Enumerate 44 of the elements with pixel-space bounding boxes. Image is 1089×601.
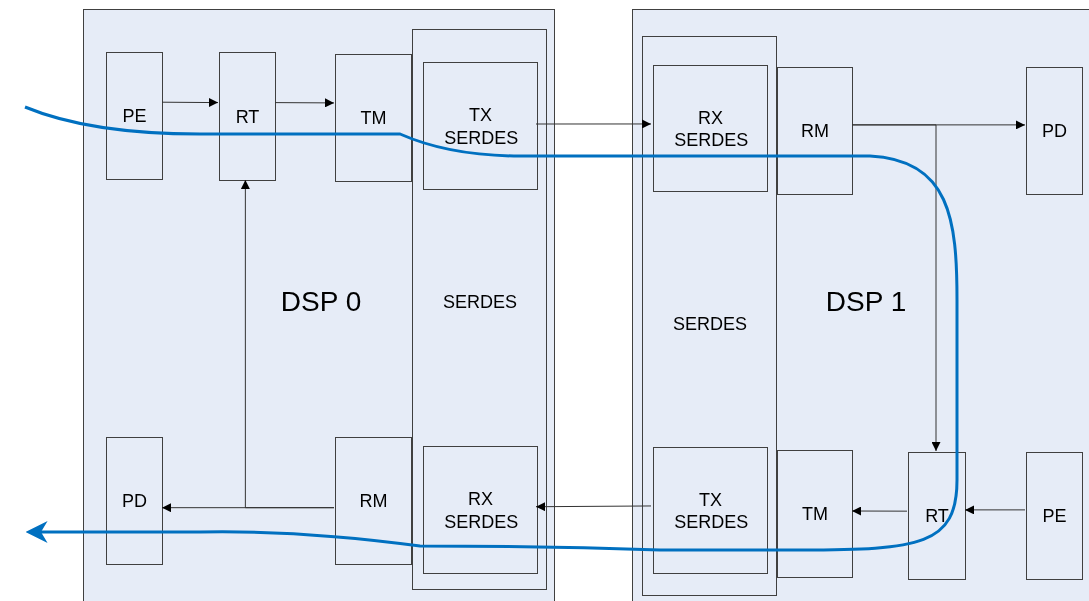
block-label: RM: [358, 489, 389, 513]
module-box: [653, 65, 768, 192]
arrow: [851, 124, 941, 452]
arrow: [161, 98, 219, 108]
arrow: [535, 119, 652, 129]
block-label: DSP 0: [280, 284, 362, 319]
module-box: [423, 446, 538, 574]
block-label: SERDES: [443, 290, 517, 314]
block-label: SERDES: [673, 312, 747, 336]
arrow: [240, 179, 335, 509]
chip-block: [83, 9, 555, 601]
block-label: RM: [800, 119, 830, 143]
block-label: TM: [359, 106, 388, 130]
module-box: [106, 437, 163, 565]
block-label: PD: [1041, 119, 1068, 143]
serdes-block: [412, 29, 547, 590]
arrow: [964, 505, 1026, 515]
module-box: [1026, 67, 1083, 195]
block-label: TX SERDES: [444, 103, 517, 149]
block-label: RT: [924, 504, 950, 528]
block-label: RX SERDES: [674, 106, 747, 151]
module-box: [777, 450, 853, 578]
arrow: [851, 506, 908, 516]
block-label: PD: [121, 489, 148, 513]
chip-block: [632, 9, 1089, 601]
block-label: PE: [121, 104, 148, 128]
block-label: PE: [1041, 504, 1068, 528]
block-label: TX SERDES: [674, 488, 747, 533]
module-box: [653, 447, 768, 574]
arrow: [535, 502, 652, 512]
module-box: [908, 452, 966, 580]
block-label: RX SERDES: [444, 487, 517, 533]
module-box: [106, 52, 163, 180]
module-box: [423, 62, 538, 190]
module-box: [335, 437, 412, 565]
module-box: [219, 52, 276, 181]
block-label: DSP 1: [825, 284, 907, 319]
block-label: RT: [234, 105, 261, 128]
serdes-block: [642, 36, 777, 596]
module-box: [335, 54, 412, 182]
module-box: [777, 67, 853, 195]
module-box: [1026, 452, 1083, 580]
block-label: TM: [801, 502, 829, 526]
arrow: [274, 98, 335, 108]
